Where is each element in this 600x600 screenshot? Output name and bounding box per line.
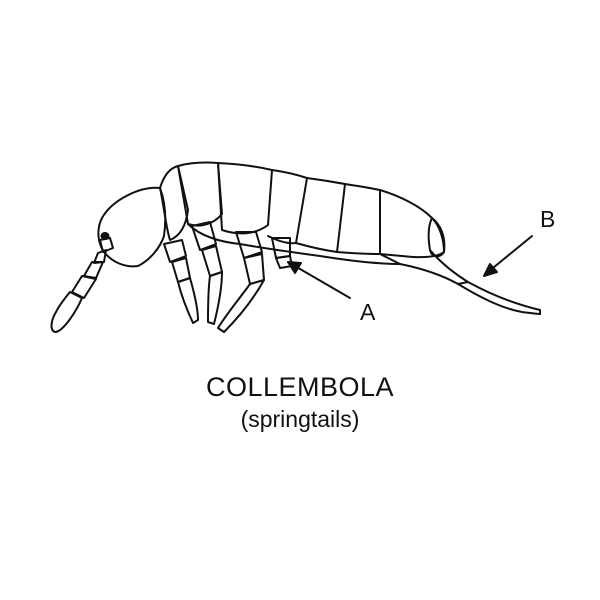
label-b: B	[540, 206, 555, 232]
head	[97, 186, 167, 268]
furcula	[399, 249, 541, 315]
antenna	[50, 237, 114, 333]
pointer-a	[287, 261, 351, 299]
legs	[163, 221, 293, 333]
caption-subtitle: (springtails)	[240, 406, 360, 432]
caption: COLLEMBOLA (springtails)	[0, 370, 600, 434]
label-a: A	[360, 299, 376, 325]
caption-title: COLLEMBOLA	[205, 372, 395, 402]
body	[159, 161, 446, 265]
pointer-b	[483, 235, 533, 277]
